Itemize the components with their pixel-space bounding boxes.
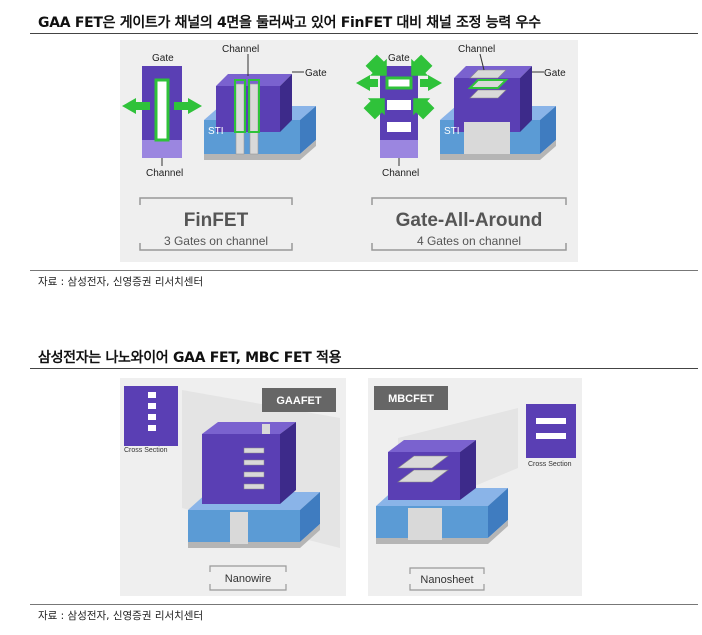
finfet-sti-side bbox=[300, 106, 316, 154]
gaafet-wire-2 bbox=[243, 459, 265, 466]
finfet-gate-base bbox=[142, 140, 182, 158]
gaafet-cs-wire-2 bbox=[148, 403, 156, 409]
gaa-sti-label: STI bbox=[444, 126, 460, 137]
gaa-nanosheet-2 bbox=[467, 79, 509, 89]
gaafet-wire-3 bbox=[243, 471, 265, 478]
gaa-sti-opening bbox=[464, 122, 510, 154]
finfet-arrow-right bbox=[174, 98, 202, 114]
gaa-arrow-top-left bbox=[365, 54, 387, 76]
finfet-cross-section bbox=[122, 66, 202, 166]
gaafet-panel: Cross Section GAAFET Nanowire bbox=[120, 378, 346, 596]
finfet-sti-label: STI bbox=[208, 126, 224, 137]
gaafet-wire-top bbox=[262, 424, 270, 434]
finfet-fin-1-highlight bbox=[234, 79, 246, 133]
gaa-channel-leader-top bbox=[479, 53, 485, 71]
gaa-gate-label-right: Gate bbox=[544, 68, 566, 79]
gaafet-wire-1 bbox=[243, 447, 265, 454]
gaa-substrate bbox=[440, 140, 556, 160]
section2-title: 삼성전자는 나노와이어 GAA FET, MBC FET 적용 bbox=[38, 350, 342, 366]
gaa-sheet-3 bbox=[387, 122, 411, 132]
mbcfet-panel: MBCFET Cross Section Nanosheet bbox=[368, 378, 582, 596]
gaa-caption-box bbox=[371, 197, 567, 251]
gaafet-substrate bbox=[188, 524, 320, 548]
gaafet-badge bbox=[262, 388, 336, 412]
section2-source-rule bbox=[30, 604, 698, 605]
finfet-fin-channel bbox=[154, 78, 170, 142]
finfet-caption-box bbox=[139, 197, 293, 251]
gaafet-cross-section-label: Cross Section bbox=[124, 447, 168, 454]
gaafet-cs-wire-3 bbox=[148, 414, 156, 420]
mbcfet-gate-top bbox=[388, 440, 476, 452]
gaafet-wire-4 bbox=[243, 483, 265, 490]
mbcfet-badge bbox=[374, 386, 448, 410]
mbcfet-nanosheet-2 bbox=[397, 469, 449, 483]
gaa-arrow-bottom-right bbox=[413, 98, 435, 120]
gaa-arrow-top-right bbox=[411, 54, 433, 76]
mbcfet-badge-text: MBCFET bbox=[388, 393, 434, 405]
finfet-gate-label: Gate bbox=[152, 53, 174, 64]
gaafet-badge-text: GAAFET bbox=[276, 395, 322, 407]
finfet-channel-label-bottom: Channel bbox=[146, 168, 183, 179]
finfet-3d-view bbox=[204, 54, 316, 160]
gaafet-sti-side bbox=[300, 492, 320, 542]
gaa-sheet-2 bbox=[387, 100, 411, 110]
gaafet-gate-top bbox=[202, 422, 296, 434]
section1-source-rule bbox=[30, 270, 698, 271]
gaa-gate-label: Gate bbox=[388, 53, 410, 64]
mbcfet-nanosheet-1 bbox=[397, 455, 449, 469]
finfet-subtitle: 3 Gates on channel bbox=[164, 234, 268, 248]
finfet-name: FinFET bbox=[184, 210, 249, 231]
gaafet-gate-side bbox=[280, 422, 296, 504]
gaafet-cs-wire-4 bbox=[148, 425, 156, 431]
gaa-arrow-right bbox=[420, 75, 442, 91]
section2-title-rule bbox=[30, 368, 698, 369]
finfet-vs-gaa-figure: Gate Channel Channel Gate STI Gate Cha bbox=[120, 40, 578, 262]
mbcfet-gate-side bbox=[460, 440, 476, 500]
finfet-fin-2 bbox=[249, 83, 259, 155]
finfet-gate-side bbox=[280, 74, 292, 132]
gaa-gate-base bbox=[380, 140, 418, 158]
mbcfet-cross-section-label: Cross Section bbox=[528, 461, 572, 468]
gaa-cross-section bbox=[356, 54, 442, 166]
section1-source: 자료 : 삼성전자, 신영증권 리서치센터 bbox=[38, 276, 204, 288]
finfet-gate-label-right: Gate bbox=[305, 68, 327, 79]
mbcfet-caption-bracket bbox=[409, 567, 485, 591]
finfet-substrate bbox=[204, 140, 316, 160]
gaafet-caption: Nanowire bbox=[225, 573, 271, 585]
gaa-nanosheet-3 bbox=[469, 89, 507, 99]
gaa-3d-view bbox=[440, 53, 556, 160]
gaa-name: Gate-All-Around bbox=[396, 210, 543, 231]
mbcfet-fin-base bbox=[408, 508, 442, 540]
gaa-channel-label-top: Channel bbox=[458, 44, 495, 55]
gaa-arrow-bottom-left bbox=[363, 98, 385, 120]
finfet-fin-1 bbox=[235, 83, 245, 155]
finfet-fin-2-highlight bbox=[248, 79, 260, 133]
finfet-channel-label-top: Channel bbox=[222, 44, 259, 55]
gaafet-gate-front bbox=[202, 434, 280, 504]
gaafet-cs-wire-1 bbox=[148, 392, 156, 398]
gaa-arrow-left bbox=[356, 75, 378, 91]
gaa-channel-label-bottom: Channel bbox=[382, 168, 419, 179]
gaa-sti-side bbox=[540, 106, 556, 154]
gaafet-caption-bracket bbox=[209, 565, 287, 591]
finfet-arrow-left bbox=[122, 98, 150, 114]
section2-source: 자료 : 삼성전자, 신영증권 리서치센터 bbox=[38, 610, 204, 622]
gaafet-fin-base bbox=[230, 512, 248, 544]
mbcfet-cross-section-box bbox=[526, 404, 576, 458]
mbcfet-caption: Nanosheet bbox=[420, 574, 473, 586]
mbcfet-cs-sheet-1 bbox=[536, 418, 566, 424]
gaa-nanosheet-1 bbox=[469, 69, 507, 79]
section1-title: GAA FET은 게이트가 채널의 4면을 둘러싸고 있어 FinFET 대비 … bbox=[38, 15, 541, 31]
mbcfet-cs-sheet-2 bbox=[536, 433, 566, 439]
mbcfet-sti-side bbox=[488, 488, 508, 538]
gaa-sheet-1 bbox=[385, 76, 413, 90]
section1-title-rule bbox=[30, 33, 698, 34]
gaa-gate-side bbox=[520, 66, 532, 132]
gaa-subtitle: 4 Gates on channel bbox=[417, 234, 521, 248]
